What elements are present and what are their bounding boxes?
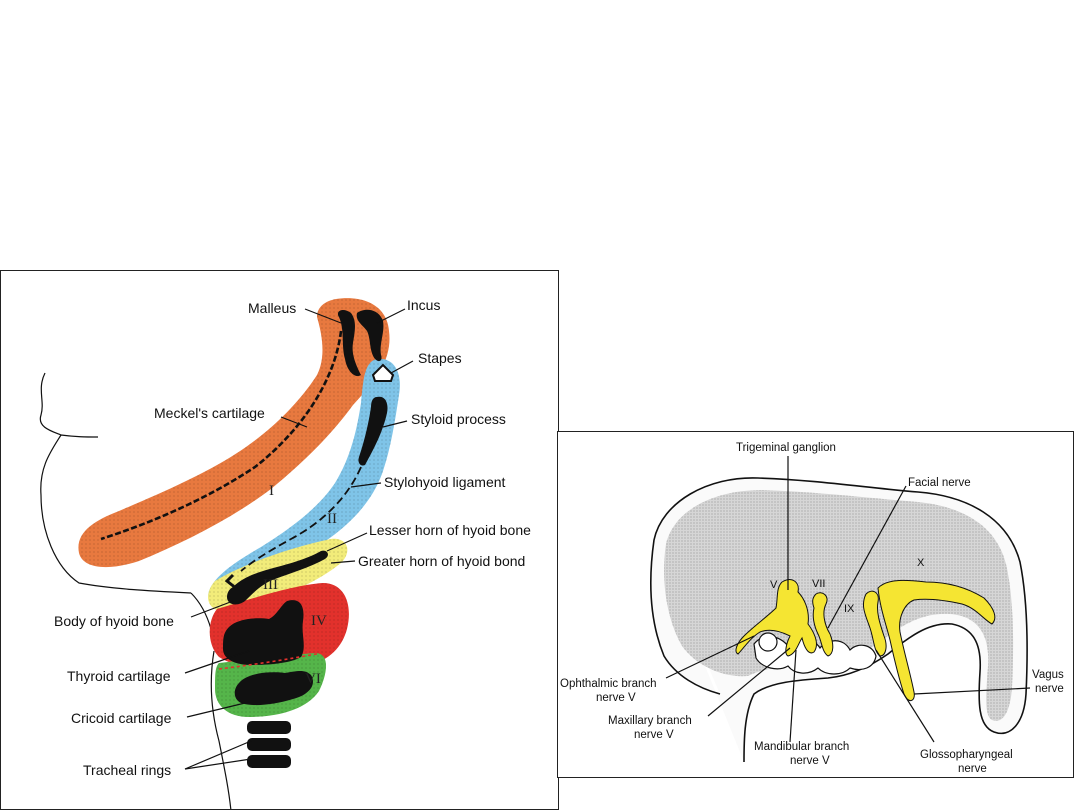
leader-meckels [280, 416, 308, 428]
nerve-numeral-5: V [770, 579, 778, 591]
label-ophthalmic-line1: Ophthalmic branch [560, 678, 657, 690]
facial-nerve [812, 592, 834, 657]
leader-stylohyoid [350, 482, 382, 488]
tracheal-ring-1 [247, 721, 291, 734]
leader-cricoid [186, 702, 246, 718]
leader-thyroid [184, 650, 250, 674]
face-profile-outline [39, 372, 212, 630]
leader-tracheal-a [184, 740, 252, 770]
label-lesser-horn: Lesser horn of hyoid bone [369, 522, 531, 538]
tracheal-ring-3 [247, 755, 291, 768]
label-meckels-cartilage: Meckel's cartilage [154, 405, 265, 421]
label-vagus-line1: Vagus [1032, 669, 1064, 681]
glossopharyngeal-nerve [863, 590, 887, 657]
neck-outline [210, 650, 232, 809]
label-thyroid-cartilage: Thyroid cartilage [67, 668, 171, 684]
meckels-cartilage-line [100, 330, 343, 541]
stapes-shape [371, 363, 395, 382]
label-mandibular-line2: nerve V [790, 755, 830, 767]
label-malleus: Malleus [248, 300, 296, 316]
label-vagus-line2: nerve [1035, 683, 1064, 695]
nerve-group [735, 579, 996, 701]
label-cricoid-cartilage: Cricoid cartilage [71, 710, 172, 726]
label-maxillary-line2: nerve V [634, 729, 674, 741]
leader-greater-horn [330, 560, 356, 564]
label-incus: Incus [407, 297, 440, 313]
arch-numeral-1: I [269, 483, 274, 499]
arch-numeral-4: IV [311, 613, 327, 629]
hyoid-bone-shape [227, 550, 328, 605]
leader-vagus [913, 687, 1031, 695]
label-body-hyoid: Body of hyoid bone [54, 613, 174, 629]
label-greater-horn: Greater horn of hyoid bond [358, 553, 525, 569]
cranial-nerve-illustration: V VII IX X Trigeminal ganglion Facial ne… [560, 442, 1064, 775]
label-glossopharyngeal-line2: nerve [958, 763, 987, 775]
label-facial-nerve: Facial nerve [908, 477, 971, 489]
eye-placode [758, 632, 778, 652]
thyroid-cartilage-shape [223, 600, 304, 665]
leader-lesser-horn [326, 532, 368, 552]
leader-ophthalmic [665, 635, 755, 679]
leader-glossopharyngeal [875, 649, 935, 743]
leader-incus [376, 308, 406, 324]
tracheal-ring-2 [247, 738, 291, 751]
arch-numeral-2: II [327, 511, 337, 527]
incus-shape [356, 309, 384, 362]
label-maxillary-line1: Maxillary branch [608, 715, 692, 727]
arch-numeral-6: VI [305, 671, 321, 687]
neural-tube-region [663, 490, 1014, 721]
trigeminal-nerve [735, 579, 817, 657]
leader-body-hyoid [190, 600, 234, 618]
cricoid-cartilage-shape [234, 671, 313, 706]
nerve-numeral-10: X [917, 557, 925, 569]
leader-facial [827, 485, 907, 629]
arch-numeral-3: III [263, 577, 278, 593]
label-trigeminal-ganglion: Trigeminal ganglion [736, 442, 836, 454]
leader-maxillary [707, 647, 791, 717]
pharyngeal-arch-cartilage-diagram: I II III IV VI Malleus Incus Stapes Meck… [0, 270, 559, 810]
leader-tracheal-b [184, 758, 252, 770]
arch-cartilage-illustration: I II III IV VI Malleus Incus Stapes Meck… [39, 297, 531, 809]
nerve-numeral-7: VII [812, 578, 825, 590]
label-mandibular-line1: Mandibular branch [754, 741, 849, 753]
label-ophthalmic-line2: nerve V [596, 692, 636, 704]
label-styloid-process: Styloid process [411, 411, 506, 427]
stylohyoid-ligament-line [240, 466, 362, 572]
leader-malleus [304, 308, 342, 324]
leader-mandibular [789, 649, 797, 743]
leader-stapes [390, 360, 414, 374]
cranial-nerve-diagram: V VII IX X Trigeminal ganglion Facial ne… [557, 431, 1074, 778]
label-glossopharyngeal-line1: Glossopharyngeal [920, 749, 1013, 761]
label-tracheal-rings: Tracheal rings [83, 762, 171, 778]
nerve-numeral-9: IX [844, 603, 855, 615]
vagus-nerve [877, 579, 996, 701]
label-stapes: Stapes [418, 350, 462, 366]
label-stylohyoid-ligament: Stylohyoid ligament [384, 474, 506, 490]
styloid-process-shape [358, 396, 388, 466]
leader-styloid [382, 420, 408, 428]
malleus-shape [337, 310, 361, 377]
